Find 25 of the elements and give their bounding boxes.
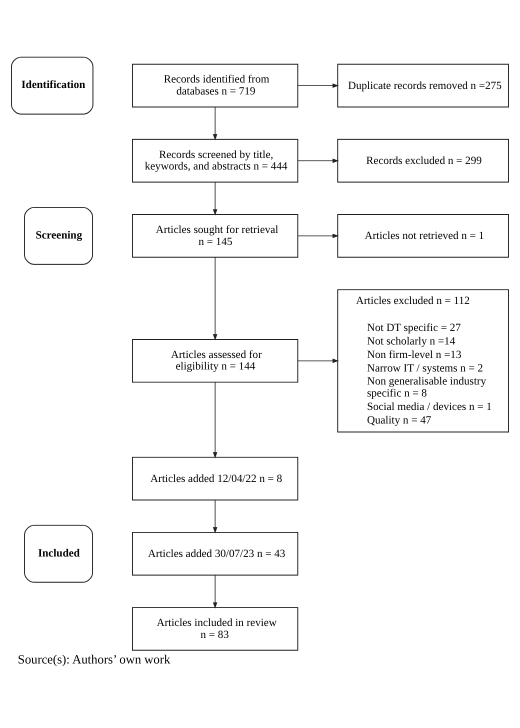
arrow <box>212 500 218 534</box>
node-box: Included <box>24 524 94 583</box>
node-box: Articles assessed for eligibility n = 144 <box>132 339 298 383</box>
node-box: Records excluded n = 299 <box>337 138 509 183</box>
node-box: Records identified from databases n = 719 <box>132 64 298 108</box>
arrow <box>212 575 218 609</box>
node-box: Articles excluded n = 112 Not DT specific = 27 Not scholarly n =14 Non firm-level n =13 Narrow IT / systems n = 2 Non generalisable industry specific n = 8 Social media / devices n = 1 Quality n = 47 <box>337 289 509 432</box>
node-box: Articles included in review n = 83 <box>132 607 298 651</box>
node-box: Articles sought for retrieval n = 145 <box>132 214 298 258</box>
arrow <box>297 158 339 163</box>
arrow <box>297 358 339 364</box>
node-box: Articles not retrieved n = 1 <box>337 214 509 258</box>
arrow <box>297 234 339 238</box>
node-box: Identification <box>11 56 94 115</box>
arrow <box>212 382 218 458</box>
node-box: Duplicate records removed n =275 <box>337 64 509 108</box>
node-box: Records screened by title, keywords, and abstracts n = 444 <box>132 138 298 183</box>
caption: Source(s): Authors’ own work <box>18 652 170 667</box>
arrow <box>297 83 339 88</box>
node-box: Screening <box>24 206 94 265</box>
node-box: Articles added 12/04/22 n = 8 <box>132 456 298 500</box>
arrow <box>212 182 218 216</box>
node-box: Articles added 30/07/23 n = 43 <box>132 532 298 576</box>
arrow <box>212 256 218 341</box>
arrow <box>212 106 218 140</box>
